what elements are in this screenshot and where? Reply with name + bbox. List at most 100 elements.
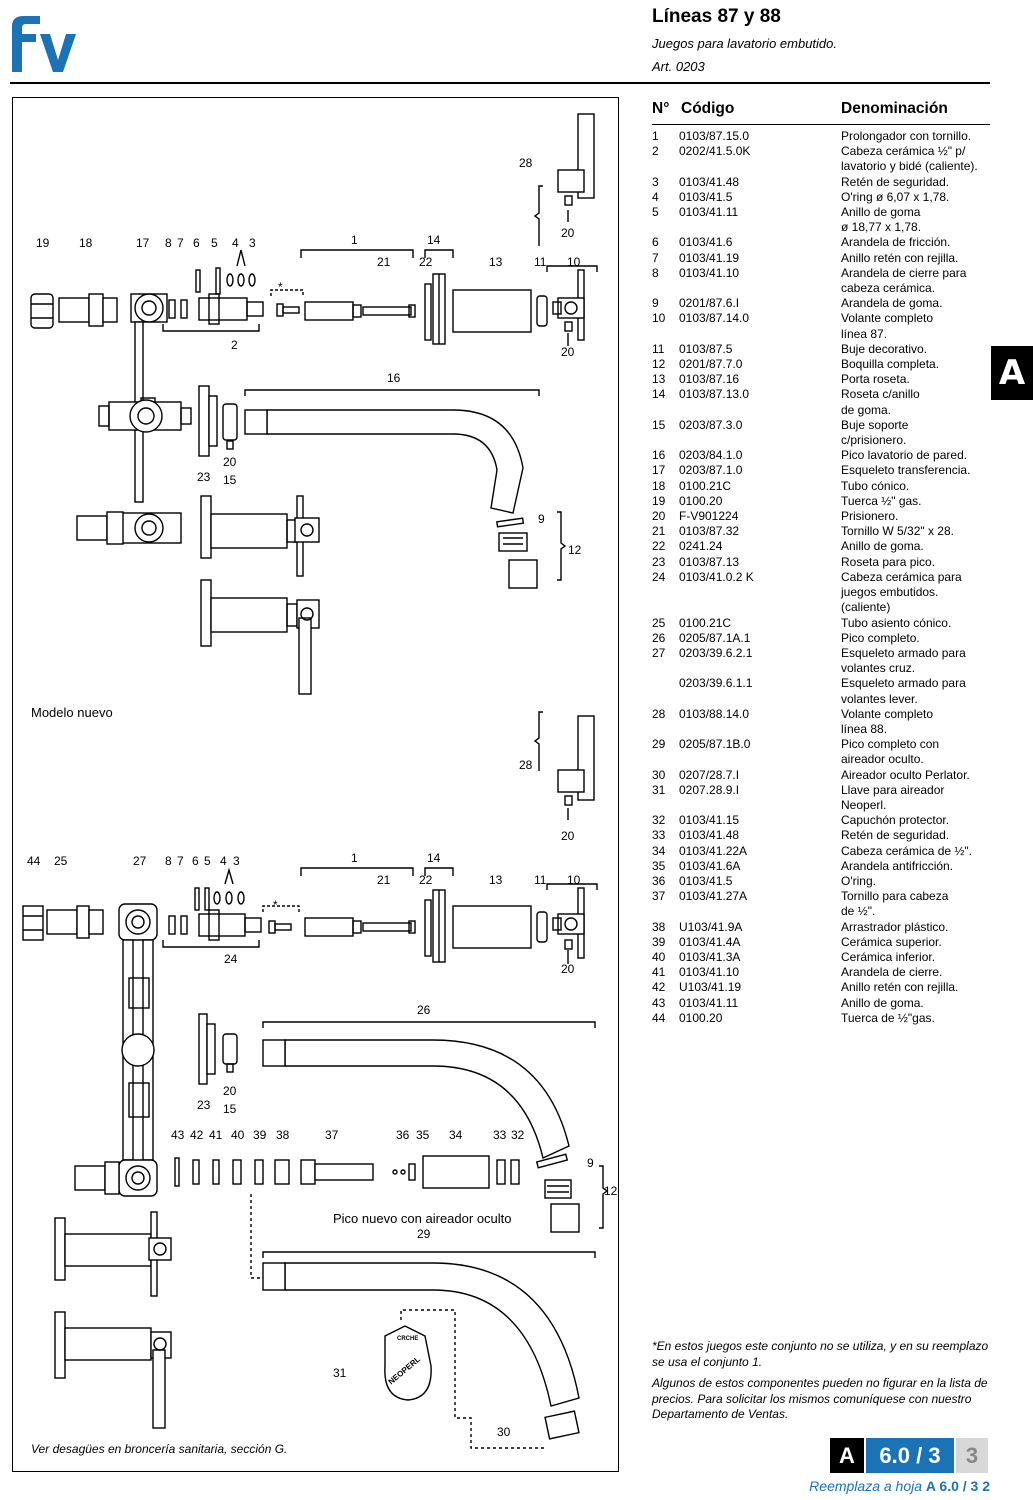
row-code: 0100.20 bbox=[679, 493, 723, 508]
callout-24: 24 bbox=[224, 952, 238, 966]
row-code: 0103/41.48 bbox=[679, 174, 740, 189]
row-description: Prolongador con tornillo. bbox=[841, 129, 972, 143]
callout-4: 4 bbox=[232, 236, 239, 250]
callout-4: 4 bbox=[220, 854, 227, 868]
note-star: *En estos juegos este conjunto no se uti… bbox=[652, 1339, 989, 1369]
replaces-prefix: Reemplaza a hoja bbox=[809, 1478, 923, 1494]
row-number: 19 bbox=[652, 493, 666, 508]
callout-21: 21 bbox=[377, 873, 391, 887]
row-code: 0103/41.6 bbox=[679, 235, 733, 250]
row-description: Roseta para pico. bbox=[841, 554, 936, 569]
footer-note: Ver desagües en broncería sanitaria, sec… bbox=[31, 1442, 288, 1456]
callout-15: 15 bbox=[223, 1102, 237, 1116]
callout-31: 31 bbox=[333, 1366, 347, 1380]
row-code: F-V901224 bbox=[679, 509, 739, 524]
row-code: 0201/87.6.I bbox=[679, 296, 740, 311]
row-code: 0103/88.14.0 bbox=[679, 706, 750, 721]
page-title: Líneas 87 y 88 bbox=[652, 6, 781, 27]
row-description: Llave para aireador Neoperl. bbox=[841, 782, 945, 812]
row-number: 4 bbox=[652, 189, 659, 204]
exploded-diagram: 19 18 17 8 7 6 5 4 3 1 14 21 22 13 11 10… bbox=[12, 97, 619, 1472]
callout-43: 43 bbox=[171, 1128, 185, 1142]
row-number: 34 bbox=[652, 843, 666, 858]
row-code: 0205/87.1A.1 bbox=[679, 630, 751, 645]
row-code: 0100.21C bbox=[679, 478, 732, 493]
callout-27: 27 bbox=[133, 854, 147, 868]
row-number: 8 bbox=[652, 265, 659, 280]
row-description: Pico completo. bbox=[841, 630, 920, 645]
callout-10: 10 bbox=[567, 255, 581, 269]
row-number: 38 bbox=[652, 919, 666, 934]
replaces-note: Reemplaza a hoja A 6.0 / 3 2 bbox=[809, 1478, 990, 1494]
row-description: Arandela de fricción. bbox=[841, 235, 951, 250]
callout-12: 12 bbox=[568, 543, 582, 557]
row-number: 11 bbox=[652, 341, 665, 356]
callout-29: 29 bbox=[417, 1227, 431, 1241]
row-number: 42 bbox=[652, 980, 666, 995]
row-code: 0103/87.14.0 bbox=[679, 311, 750, 326]
row-description: Cabeza cerámica para juegos embutidos. (… bbox=[841, 569, 962, 615]
row-description: Buje decorativo. bbox=[841, 341, 928, 356]
row-description: Pico completo con aireador oculto. bbox=[841, 737, 940, 767]
row-code: 0103/87.5 bbox=[679, 341, 733, 356]
row-code: 0201/87.7.0 bbox=[679, 357, 743, 372]
row-description: Arandela de cierre. bbox=[841, 965, 943, 980]
callout-13: 13 bbox=[489, 873, 503, 887]
row-code: 0103/41.11 bbox=[679, 205, 739, 220]
callout-36: 36 bbox=[396, 1128, 410, 1142]
row-description: Volante completo línea 88. bbox=[841, 706, 934, 736]
row-code: 0103/41.27A bbox=[679, 889, 748, 904]
row-description: Tubo asiento cónico. bbox=[841, 615, 952, 630]
row-code: 0103/87.32 bbox=[679, 524, 740, 539]
callout-26: 26 bbox=[417, 1003, 431, 1017]
callout-22: 22 bbox=[419, 255, 433, 269]
row-code: 0103/41.10 bbox=[679, 965, 740, 980]
row-number: 18 bbox=[652, 478, 666, 493]
page-number: 6.0 / 3 bbox=[866, 1438, 954, 1473]
row-description: Esqueleto armado para volantes lever. bbox=[841, 676, 966, 706]
row-description: Arandela antifricción. bbox=[841, 858, 954, 873]
callout-3: 3 bbox=[249, 236, 256, 250]
callout-23: 23 bbox=[197, 470, 211, 484]
row-number: 9 bbox=[652, 296, 659, 311]
row-description: Aireador oculto Perlator. bbox=[841, 767, 970, 782]
callout-11: 11 bbox=[534, 873, 547, 887]
callout-30: 30 bbox=[497, 1425, 511, 1439]
section-tab: A bbox=[991, 346, 1033, 400]
callout-21: 21 bbox=[377, 255, 391, 269]
callout-star: * bbox=[273, 898, 278, 912]
row-number: 32 bbox=[652, 813, 666, 828]
callout-25: 25 bbox=[54, 854, 68, 868]
row-number: 36 bbox=[652, 873, 666, 888]
row-number: 28 bbox=[652, 706, 666, 721]
callout-42: 42 bbox=[190, 1128, 204, 1142]
callout-23: 23 bbox=[197, 1098, 211, 1112]
callout-14: 14 bbox=[427, 233, 441, 247]
row-code: 0103/41.0.2 K bbox=[679, 569, 754, 584]
row-code: 0103/41.4A bbox=[679, 934, 741, 949]
callout-32: 32 bbox=[511, 1128, 525, 1142]
